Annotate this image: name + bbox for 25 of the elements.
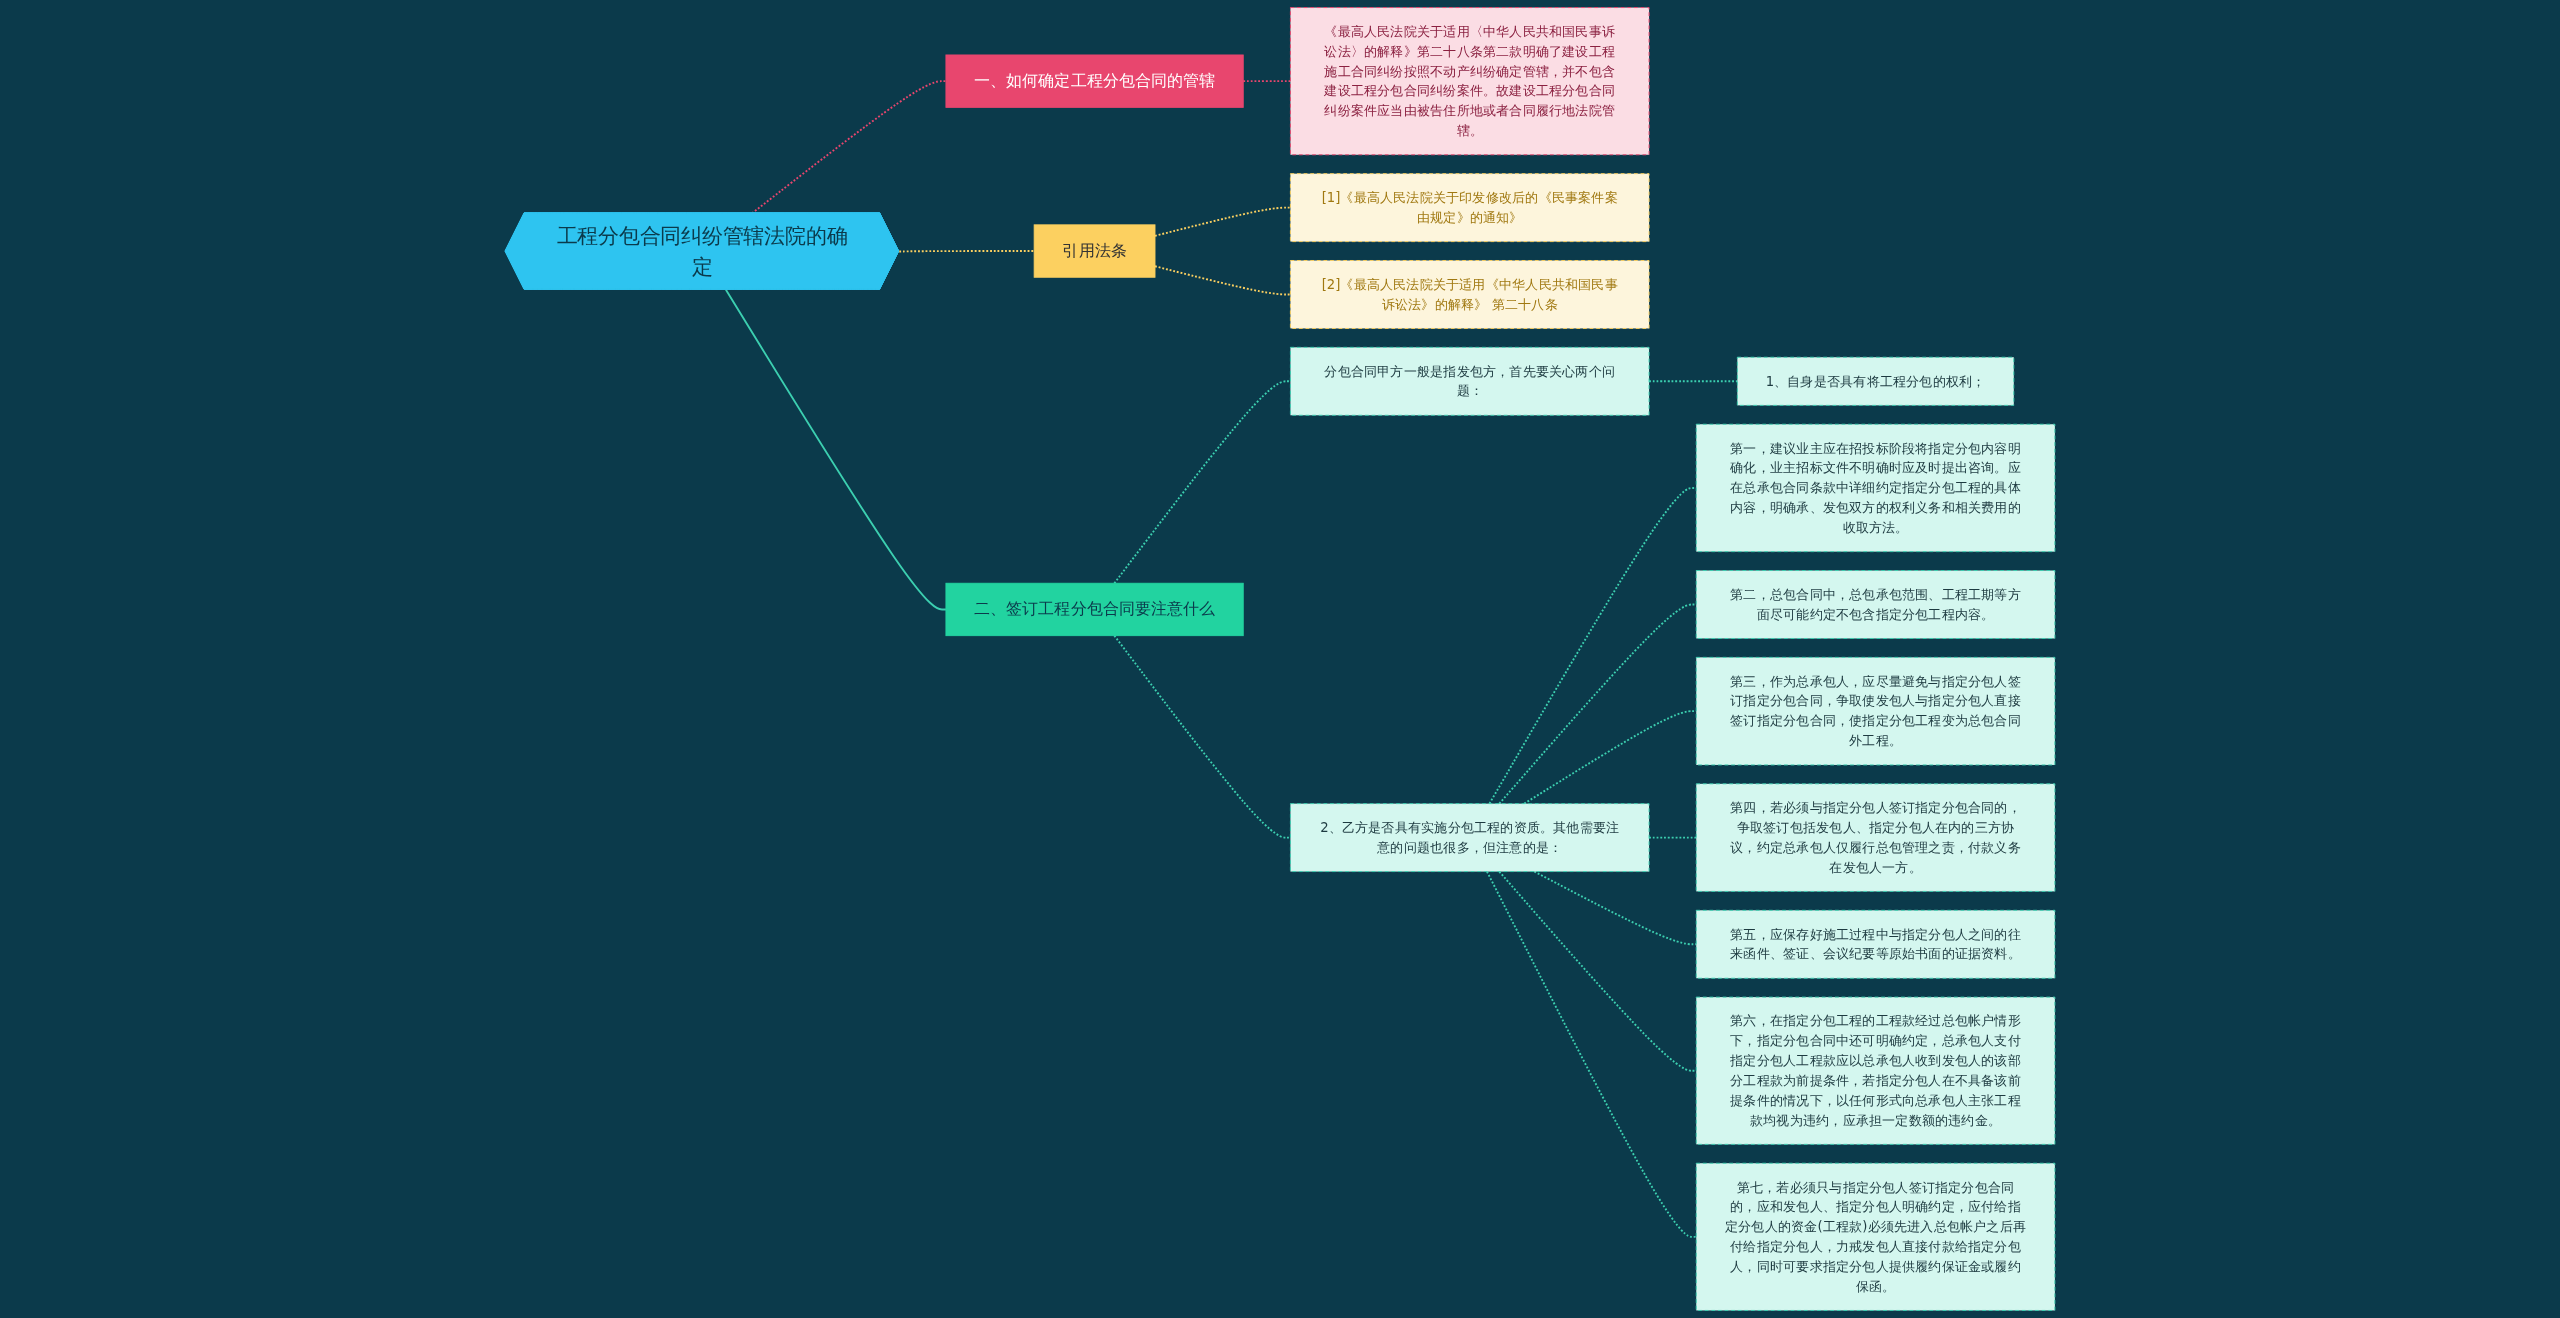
node-box: 2、乙方是否具有实施分包工程的资质。其他需要注意的问题也很多，但注意的是： bbox=[1289, 803, 1650, 873]
node-box: 第三，作为总承包人，应尽量避免与指定分包人签订指定分包合同，争取使发包人与指定分包人直接签订指定分包合同，使指定分包工程变为总包合同外工程。 bbox=[1695, 656, 2056, 766]
connector bbox=[1113, 634, 1292, 839]
node-box: 第一，建议业主应在招投标阶段将指定分包内容明确化，业主招标文件不明确时应及时提出咨询。应在总承包合同条款中详细约定指定分包工程的具体内容，明确承、发包双方的权利义务和相关费用的收取方法。 bbox=[1695, 423, 2056, 553]
node-box: 1、自身是否具有将工程分包的权利； bbox=[1736, 356, 2015, 406]
connector bbox=[1154, 206, 1292, 237]
connector bbox=[1242, 80, 1292, 83]
connector bbox=[898, 250, 1036, 253]
connector bbox=[1113, 380, 1292, 585]
node-box: 《最高人民法院关于适用〈中华人民共和国民事诉讼法〉的解释》第二十八条第二款明确了建设工程施工合同纠纷按照不动产纠纷确定管辖，并不包含建设工程分包合同纠纷案件。故建设工程分包合同纠纷案件应当由被告住所地或者合同履行地法院管辖。 bbox=[1289, 7, 1650, 156]
node-box: [2]《最高人民法院关于适用《中华人民共和国民事诉讼法》的解释》 第二十八条 bbox=[1289, 260, 1650, 329]
connector bbox=[724, 288, 947, 611]
node-box: 第四，若必须与指定分包人签订指定分包合同的，争取签订包括发包人、指定分包人在内的三方协议，约定总承包人仅履行总包管理之责，付款义务在发包人一方。 bbox=[1695, 783, 2056, 892]
node-box: 引用法条 bbox=[1033, 224, 1156, 278]
node-box: 第七，若必须只与指定分包人签订指定分包合同的，应和发包人、指定分包人明确约定，应付给指定分包人的资金(工程款)必须先进入总包帐户之后再付给指定分包人，力戒发包人直接付款给指定分包人，同时可要求指定分包人提供履约保证金或履约保函。 bbox=[1695, 1162, 2056, 1311]
node-box: 二、签订工程分包合同要注意什么 bbox=[945, 582, 1244, 637]
connector bbox=[1154, 265, 1292, 296]
node-box: [1]《最高人民法院关于印发修改后的《民事案件案由规定》的通知》 bbox=[1289, 173, 1650, 243]
node-box: 第六，在指定分包工程的工程款经过总包帐户情形下，指定分包合同中还可明确约定，总承包人支付指定分包人工程款应以总承包人收到发包人的该部分工程款为前提条件，若指定分包人在不具备该前提条件的情况下，以任何形式向总承包人主张工程款均视为违约，应承担一定数额的违约金。 bbox=[1695, 996, 2056, 1145]
node-box: 第五，应保存好施工过程中与指定分包人之间的往来函件、签证、会议纪要等原始书面的证据资料。 bbox=[1695, 909, 2056, 979]
connector bbox=[1486, 870, 1698, 1238]
node-box: 第二，总包合同中，总包承包范围、工程工期等方面尽可能约定不包含指定分包工程内容。 bbox=[1695, 570, 2056, 639]
connector bbox=[1498, 870, 1698, 1072]
node-box: 分包合同甲方一般是指发包方，首先要关心两个问题： bbox=[1289, 346, 1650, 416]
node-box: 一、如何确定工程分包合同的管辖 bbox=[945, 54, 1244, 108]
